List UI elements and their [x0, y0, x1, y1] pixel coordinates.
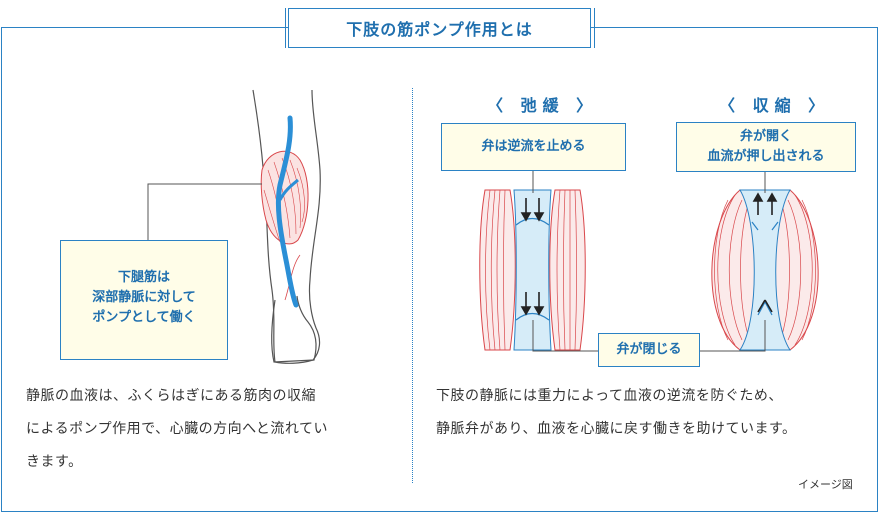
valve-closed-stop-callout: 弁は逆流を止める — [441, 123, 626, 171]
deep-vein — [275, 115, 299, 308]
callout-line-3: ポンプとして働く — [92, 310, 196, 325]
callout-line-2: 深部静脈に対して — [92, 290, 196, 305]
contract-diagram — [711, 171, 819, 351]
relax-diagram — [479, 171, 586, 351]
foot-outline — [271, 295, 317, 363]
right-line-2: 静脈弁があり、血液を心臓に戻す働きを助けています。 — [436, 421, 797, 437]
valve-open-line-2: 血流が押し出される — [707, 149, 825, 164]
relax-heading: 〈 弛緩 〉 — [487, 96, 599, 115]
page-title: 下肢の筋ポンプ作用とは — [288, 8, 591, 48]
left-description: 静脈の血液は、ふくらはぎにある筋肉の収縮 によるポンプ作用で、心臓の方向へと流れ… — [26, 380, 406, 479]
image-note: イメージ図 — [798, 478, 853, 491]
right-description: 下肢の静脈には重力によって血液の逆流を防ぐため、 静脈弁があり、血液を心臓に戻す… — [436, 380, 871, 446]
dotted-divider — [412, 88, 413, 483]
title-tick-right — [594, 8, 595, 48]
leg-illustration — [147, 89, 321, 364]
calf-pump-callout: 下腿筋は 深部静脈に対して ポンプとして働く — [60, 240, 228, 360]
valve-open-callout: 弁が開く 血流が押し出される — [676, 122, 856, 172]
relax-muscle-right — [549, 189, 586, 351]
left-line-2: によるポンプ作用で、心臓の方向へと流れてい — [26, 421, 328, 437]
callout-line-1: 下腿筋は — [117, 270, 170, 285]
right-line-1: 下肢の静脈には重力によって血液の逆流を防ぐため、 — [436, 388, 783, 404]
valve-closes-callout: 弁が閉じる — [598, 333, 700, 367]
callout-connector — [147, 183, 262, 240]
valve-open-line-1: 弁が開く — [739, 129, 792, 144]
contract-vein — [739, 189, 791, 351]
contract-heading: 〈 収縮 〉 — [719, 96, 831, 115]
title-tick-left — [285, 8, 286, 48]
left-line-1: 静脈の血液は、ふくらはぎにある筋肉の収縮 — [26, 388, 316, 404]
relax-muscle-left — [479, 189, 516, 351]
left-line-3: きます。 — [26, 454, 83, 470]
